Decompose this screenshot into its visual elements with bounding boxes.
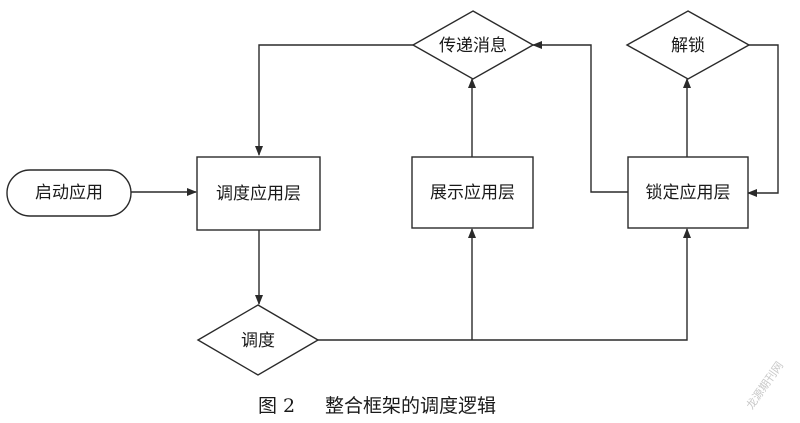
node-display-layer: 展示应用层 [411,156,534,229]
node-unlock: 解锁 [625,10,751,80]
figure-title: 整合框架的调度逻辑 [325,395,496,417]
node-lock-layer: 锁定应用层 [627,156,749,229]
edge-schedule-to-lock-layer [318,228,691,341]
edge-pass-message-to-schedule-layer [255,44,413,156]
node-pass-message: 传递消息 [411,10,535,80]
node-lock-layer-label: 锁定应用层 [646,183,731,203]
figure-number: 图 2 [258,395,295,417]
node-schedule-layer: 调度应用层 [196,156,321,231]
node-display-layer-label: 展示应用层 [430,183,515,203]
node-pass-message-label: 传递消息 [439,36,507,56]
node-schedule-label: 调度 [241,331,275,351]
node-start-label: 启动应用 [35,183,103,203]
node-schedule-layer-label: 调度应用层 [216,184,301,204]
node-start: 启动应用 [6,169,132,217]
watermark: 龙源期刊网 [743,359,786,412]
node-unlock-label: 解锁 [671,36,705,56]
edge-lock-layer-to-pass-message [532,41,628,193]
edge-unlock-to-lock-layer [747,44,779,197]
node-schedule: 调度 [196,304,320,376]
